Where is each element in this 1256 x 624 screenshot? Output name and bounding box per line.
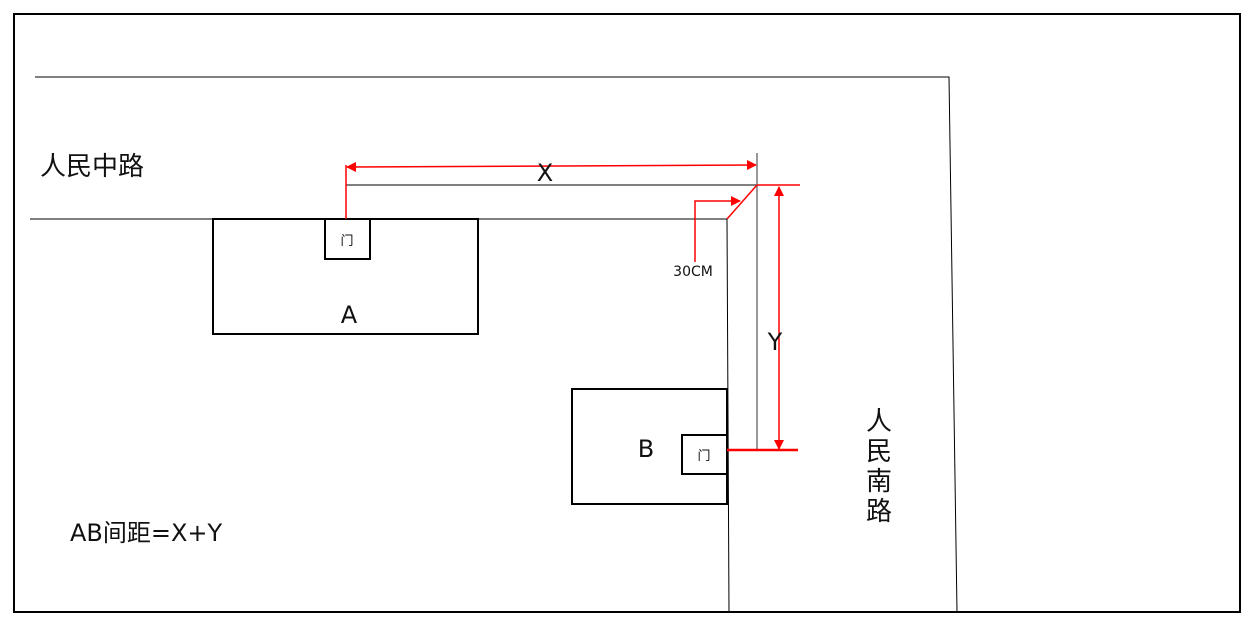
road-outer-edge: [35, 76, 958, 613]
corner-chamfer: [726, 184, 758, 220]
door-a-label: 门: [340, 234, 353, 249]
road-label-right-char: 民: [866, 437, 892, 467]
building-b-label: B: [638, 435, 654, 463]
road-label-top: 人民中路: [40, 152, 144, 182]
y-label: Y: [767, 328, 783, 356]
road-label-right-char: 人: [866, 407, 892, 437]
x-label: X: [537, 159, 553, 187]
road-label-right-char: 路: [866, 497, 892, 527]
door-b: [681, 434, 728, 475]
frame: [13, 13, 1241, 613]
road-inner-edge: [30, 218, 730, 613]
offset-leader: [694, 196, 741, 262]
x-dimension-arrow: [346, 160, 757, 172]
formula-text: AB间距=X+Y: [70, 519, 223, 547]
offset-label: 30CM: [673, 264, 713, 280]
door-a: [324, 218, 371, 260]
building-a-label: A: [341, 301, 358, 329]
door-b-label: 门: [697, 449, 710, 464]
road-label-right-char: 南: [866, 467, 892, 497]
road-label-right: 人 民 南 路: [866, 407, 892, 527]
